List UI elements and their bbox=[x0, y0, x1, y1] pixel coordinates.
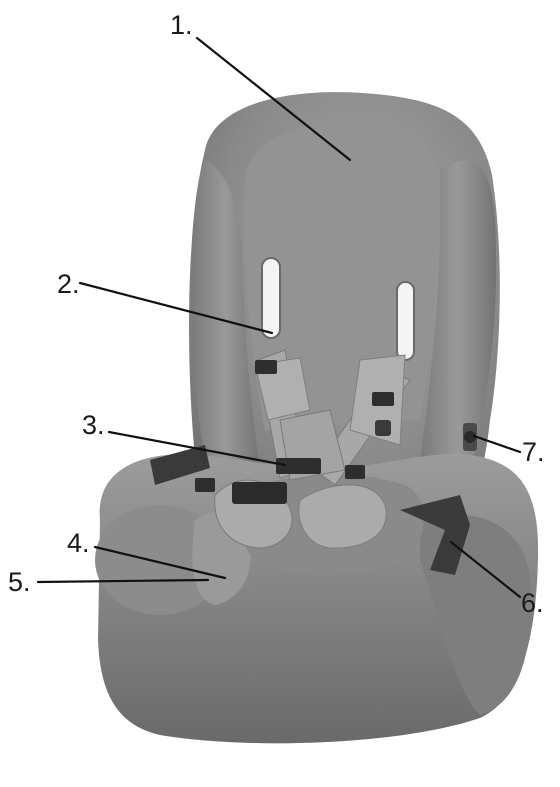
callout-label-2: 2. bbox=[57, 269, 80, 299]
harness-slot-right bbox=[397, 282, 414, 360]
lap-pad-right bbox=[299, 485, 387, 548]
harness-slot-left bbox=[262, 258, 280, 338]
harness-logo-badge bbox=[375, 420, 391, 436]
callout-label-6: 6. bbox=[521, 588, 544, 618]
crotch-buckle bbox=[232, 482, 287, 504]
chest-clip bbox=[276, 458, 321, 474]
callout-label-4: 4. bbox=[67, 528, 90, 558]
lap-buckle-left bbox=[195, 478, 215, 492]
callout-label-7: 7. bbox=[522, 437, 545, 467]
callout-label-1: 1. bbox=[170, 10, 193, 40]
shoulder-buckle-left bbox=[255, 360, 277, 374]
callout-label-5: 5. bbox=[8, 567, 31, 597]
lap-buckle-right bbox=[345, 465, 365, 479]
shoulder-buckle-right bbox=[372, 392, 394, 406]
callout-label-3: 3. bbox=[82, 410, 105, 440]
